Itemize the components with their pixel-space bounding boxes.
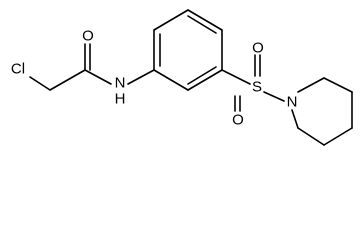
bond-carbonyl-n <box>84 69 112 85</box>
pip-bond-5 <box>297 127 325 146</box>
ring-double-3 <box>187 66 217 85</box>
pip-bond-2 <box>323 77 353 93</box>
ring-bond-3 <box>187 9 223 31</box>
bonds <box>29 9 353 146</box>
atom-n-amide: N <box>115 75 126 92</box>
bond-n-ring <box>127 69 155 85</box>
ring-bond-6 <box>153 69 189 91</box>
atom-n-piperidine: N <box>287 94 298 111</box>
atom-h-amide: H <box>115 91 126 108</box>
pip-bond-4 <box>323 127 353 146</box>
bond-ring-s <box>221 69 251 85</box>
atom-o-carbonyl: O <box>82 28 94 45</box>
pip-bond-1 <box>297 77 325 93</box>
atom-labels: Cl O N H S O O N <box>11 28 298 129</box>
atom-o-sulfonyl-bottom: O <box>232 112 244 129</box>
atom-o-sulfonyl-top: O <box>252 40 264 57</box>
bond-cl-ch2 <box>29 76 51 91</box>
ring-bond-5 <box>187 69 223 91</box>
chemical-structure: Cl O N H S O O N <box>11 9 353 146</box>
ring-double-2 <box>187 15 217 34</box>
bond-ch2-carbonyl <box>49 69 86 91</box>
pip-bond-6 <box>291 109 299 129</box>
atom-s: S <box>252 79 262 96</box>
bond-s-n <box>263 91 285 102</box>
ring-bond-2 <box>153 9 189 31</box>
atom-cl: Cl <box>11 61 25 78</box>
